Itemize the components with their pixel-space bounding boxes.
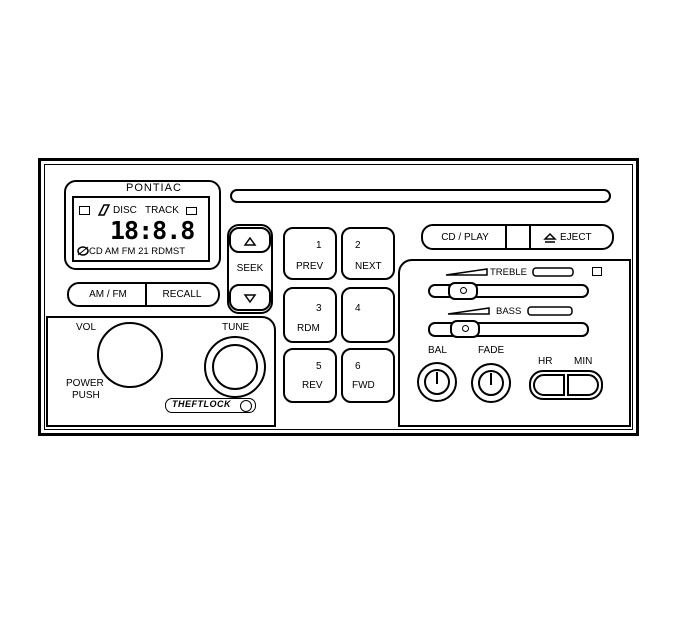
- eject-icon: [543, 232, 557, 243]
- hr-label: HR: [538, 356, 553, 367]
- track-indicator: TRACK: [145, 205, 179, 216]
- recall-label: RECALL: [162, 289, 202, 300]
- down-arrow-icon: [243, 294, 257, 304]
- theftlock-badge: [165, 398, 256, 413]
- treble-slider-thumb[interactable]: [448, 282, 478, 300]
- up-arrow-icon: [243, 236, 257, 246]
- preset-number: 3: [316, 303, 322, 314]
- preset-number: 6: [355, 361, 361, 372]
- theftlock-label: THEFTLOCK: [172, 399, 231, 409]
- cd-icon: [79, 206, 90, 215]
- lcd-indicators: CD AM FM 21 RDMST: [89, 246, 186, 257]
- lcd-display: [72, 196, 210, 262]
- fade-knob[interactable]: [471, 363, 511, 403]
- preset-button-5[interactable]: 5 REV: [283, 348, 337, 403]
- preset-button-2[interactable]: 2 NEXT: [341, 227, 395, 280]
- cd-play-button[interactable]: CD / PLAY: [421, 224, 507, 250]
- preset-number: 5: [316, 361, 322, 372]
- book-icon: [592, 267, 602, 276]
- preset-label: PREV: [296, 261, 324, 272]
- seek-down-button[interactable]: [229, 284, 271, 311]
- display-housing: [64, 180, 221, 270]
- bal-label: BAL: [428, 345, 447, 356]
- cd-play-spacer: [505, 224, 531, 250]
- bass-ramp-icon: [447, 307, 490, 315]
- seek-label: SEEK: [236, 263, 264, 274]
- preset-label: NEXT: [355, 261, 382, 272]
- power-label: POWER: [66, 378, 104, 389]
- tune-knob[interactable]: [204, 336, 266, 398]
- disc-indicator: DISC: [113, 205, 137, 216]
- bass-bar-icon: [527, 306, 573, 316]
- balance-knob[interactable]: [417, 362, 457, 402]
- min-label: MIN: [574, 356, 593, 367]
- balance-knob-pointer: [436, 372, 438, 384]
- am-fm-button[interactable]: AM / FM: [67, 282, 147, 307]
- am-fm-label: AM / FM: [89, 289, 127, 300]
- preset-label: FWD: [352, 380, 375, 391]
- preset-number: 2: [355, 240, 361, 251]
- seek-rocker: [227, 224, 273, 314]
- radio-faceplate: [38, 158, 639, 436]
- minute-button[interactable]: [567, 374, 599, 396]
- preset-number: 1: [316, 240, 322, 251]
- preset-button-6[interactable]: 6 FWD: [341, 348, 395, 403]
- recall-button[interactable]: RECALL: [145, 282, 220, 307]
- lcd-digits: 18:8.8: [110, 216, 195, 245]
- eject-button[interactable]: EJECT: [529, 224, 614, 250]
- knobs-panel: [46, 316, 276, 427]
- preset-number: 4: [355, 303, 361, 314]
- preset-label: RDM: [297, 323, 320, 334]
- preset-button-3[interactable]: 3 RDM: [283, 287, 337, 343]
- treble-ramp-icon: [445, 268, 488, 276]
- fade-label: FADE: [478, 345, 505, 356]
- disc-icon: [77, 246, 89, 256]
- bass-label: BASS: [496, 306, 522, 317]
- preset-button-1[interactable]: 1 PREV: [283, 227, 337, 280]
- fade-knob-pointer: [490, 373, 492, 385]
- preset-label: REV: [302, 380, 323, 391]
- bass-thumb-dot: [462, 325, 469, 332]
- tune-knob-inner: [212, 344, 258, 390]
- faceplate-inner-border: [44, 164, 633, 430]
- eject-label: EJECT: [560, 232, 592, 243]
- volume-knob[interactable]: [97, 322, 163, 388]
- audio-panel: [398, 259, 631, 427]
- brand-logo: PONTIAC: [126, 182, 182, 194]
- stereo-icon: [186, 207, 197, 215]
- slash-icon: [97, 204, 111, 216]
- treble-thumb-dot: [460, 287, 467, 294]
- push-label: PUSH: [72, 390, 100, 401]
- cd-slot: [230, 189, 611, 203]
- cd-play-label: CD / PLAY: [441, 232, 489, 243]
- preset-button-4[interactable]: 4: [341, 287, 395, 343]
- treble-label: TREBLE: [490, 267, 527, 278]
- tune-label: TUNE: [222, 322, 250, 333]
- theftlock-led: [240, 400, 252, 412]
- fade-knob-inner: [478, 370, 504, 396]
- hour-button[interactable]: [533, 374, 565, 396]
- treble-bar-icon: [532, 267, 574, 277]
- vol-label: VOL: [76, 322, 97, 333]
- bass-slider-thumb[interactable]: [450, 320, 480, 338]
- bass-slider-track[interactable]: [428, 322, 589, 337]
- seek-up-button[interactable]: [229, 227, 271, 253]
- clock-rocker: [529, 370, 603, 400]
- treble-slider-track[interactable]: [428, 284, 589, 298]
